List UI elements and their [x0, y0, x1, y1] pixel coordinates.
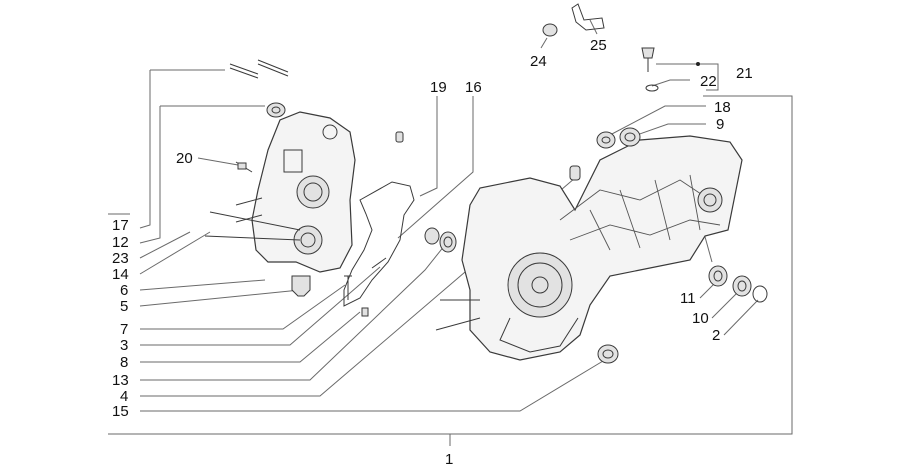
label-11: 11 [680, 290, 696, 307]
label-17: 17 [112, 217, 129, 234]
label-10: 10 [692, 310, 709, 327]
label-15: 15 [112, 403, 129, 420]
label-24: 24 [530, 53, 547, 70]
label-6: 6 [120, 282, 128, 299]
label-12: 12 [112, 234, 129, 251]
label-8: 8 [120, 354, 128, 371]
label-4: 4 [120, 388, 128, 405]
label-14: 14 [112, 266, 129, 283]
label-5: 5 [120, 298, 128, 315]
breather-pipe [344, 275, 352, 300]
label-2: 2 [712, 327, 720, 344]
label-3: 3 [120, 337, 128, 354]
label-9: 9 [716, 116, 724, 133]
screw [235, 161, 253, 173]
label-23: 23 [112, 250, 129, 267]
seal-rings-13 [424, 227, 457, 253]
gasket [343, 181, 415, 307]
dowel-sleeve [569, 165, 581, 181]
oil-seal-15 [597, 344, 619, 364]
bearings-right [708, 265, 768, 303]
leader-lines [108, 19, 793, 446]
pin-3 [371, 257, 387, 269]
label-22: 22 [700, 73, 717, 90]
oil-seal-left [266, 102, 286, 118]
stud-bolts [229, 59, 289, 79]
cap-24 [542, 23, 558, 37]
label-21: 21 [736, 65, 753, 82]
label-7: 7 [120, 321, 128, 338]
label-13: 13 [112, 372, 129, 389]
right-crankcase-half [435, 135, 743, 361]
part-labels: 1 17 12 23 14 6 5 7 3 8 13 4 15 20 19 16… [112, 37, 753, 465]
left-crankcase-half [204, 111, 356, 273]
oil-filter-cup [291, 275, 311, 297]
dowel-pin [395, 131, 404, 143]
dowel-8 [361, 307, 369, 317]
label-20: 20 [176, 150, 193, 167]
label-18: 18 [714, 99, 731, 116]
label-1: 1 [445, 451, 453, 465]
o-ring-22 [645, 84, 659, 92]
label-16: 16 [465, 79, 482, 96]
label-25: 25 [590, 37, 607, 54]
bearings-top [596, 127, 641, 149]
label-19: 19 [430, 79, 447, 96]
plug-21 [641, 47, 700, 72]
bracket-25 [571, 3, 605, 31]
